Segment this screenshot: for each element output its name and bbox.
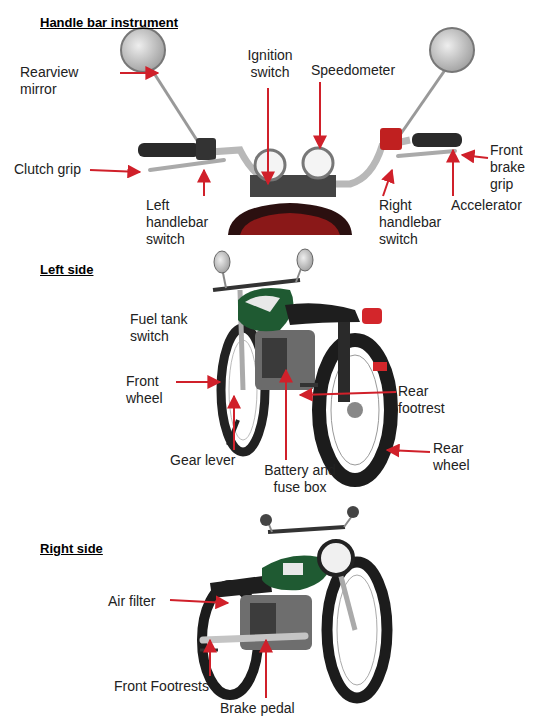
part-label: Ignition switch	[244, 47, 296, 81]
part-label: Front Footrests	[114, 678, 244, 695]
right-side-bike	[200, 506, 387, 698]
part-label: Speedometer	[311, 62, 421, 79]
section-heading: Right side	[40, 540, 160, 557]
part-label: Fuel tank switch	[130, 311, 210, 345]
part-label: Front wheel	[126, 373, 181, 407]
section-heading: Left side	[40, 261, 160, 278]
part-label: Front brake grip	[490, 142, 535, 193]
left-side-bike	[213, 249, 391, 480]
part-label: Left handlebar switch	[146, 197, 206, 248]
part-label: Right handlebar switch	[379, 197, 439, 248]
part-label: Rear wheel	[433, 440, 488, 474]
part-label: Brake pedal	[220, 700, 340, 717]
part-label: Gear lever	[170, 452, 270, 469]
leader-arrows	[90, 73, 488, 698]
part-label: Accelerator	[451, 197, 551, 214]
part-label: Battery and fuse box	[250, 462, 350, 496]
part-label: Rear footrest	[398, 383, 458, 417]
part-label: Clutch grip	[14, 161, 104, 178]
part-label: Rearview mirror	[20, 64, 100, 98]
handlebar-drawing	[121, 28, 474, 235]
part-label: Air filter	[108, 593, 208, 610]
section-heading: Handle bar instrument	[40, 14, 240, 31]
